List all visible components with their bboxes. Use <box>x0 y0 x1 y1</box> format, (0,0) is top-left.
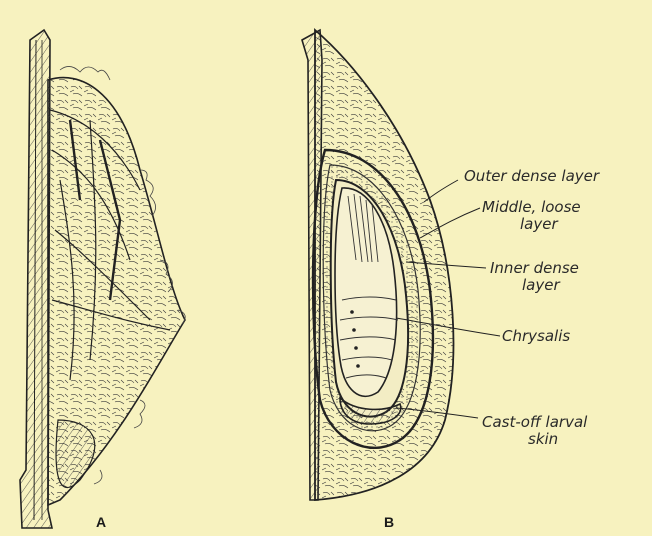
label-cast-off-line1: Cast-off larval <box>482 414 587 431</box>
label-outer-dense-layer: Outer dense layer <box>464 168 599 185</box>
label-middle-loose-line1: Middle, loose <box>482 199 581 216</box>
leader-outer-dense <box>424 180 458 202</box>
panel-b-drawing <box>302 30 453 500</box>
label-middle-loose-line2: layer <box>520 216 558 233</box>
label-chrysalis: Chrysalis <box>502 328 570 345</box>
panel-letter-b: B <box>384 514 394 530</box>
panel-letter-a: A <box>96 514 106 530</box>
label-inner-dense-line1: Inner dense <box>490 260 579 277</box>
panel-a-drawing <box>20 30 185 528</box>
label-inner-dense-line2: layer <box>522 277 560 294</box>
label-cast-off-line2: skin <box>528 431 558 448</box>
